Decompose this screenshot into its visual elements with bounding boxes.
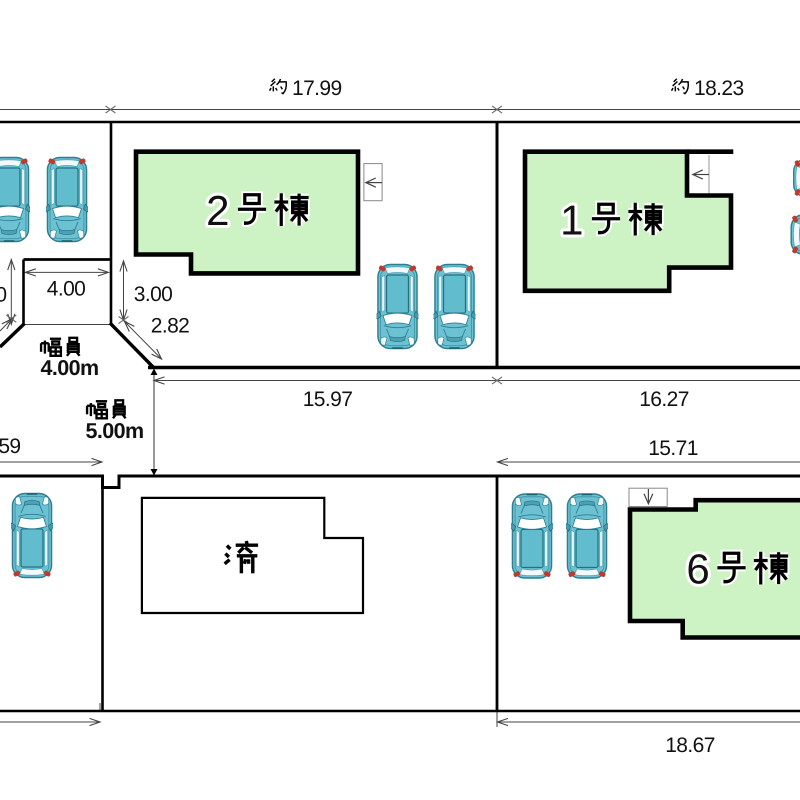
- svg-text:4.00: 4.00: [47, 278, 85, 301]
- svg-text:15.71: 15.71: [648, 437, 698, 460]
- svg-text:18.23: 18.23: [694, 77, 744, 100]
- svg-text:14.59: 14.59: [0, 435, 21, 458]
- svg-text:6: 6: [686, 545, 709, 592]
- svg-text:2.82: 2.82: [151, 315, 189, 338]
- svg-text:5.00m: 5.00m: [86, 419, 144, 443]
- svg-text:2: 2: [206, 187, 229, 234]
- svg-text:1: 1: [560, 196, 583, 243]
- svg-text:3.00: 3.00: [0, 284, 7, 307]
- svg-text:1: 1: [560, 196, 583, 243]
- svg-text:6: 6: [686, 545, 709, 592]
- svg-text:3.00: 3.00: [134, 283, 172, 306]
- svg-text:17.99: 17.99: [292, 77, 342, 100]
- svg-text:2: 2: [206, 187, 229, 234]
- svg-text:16.27: 16.27: [639, 388, 689, 411]
- svg-text:15.97: 15.97: [303, 388, 353, 411]
- svg-text:4.00m: 4.00m: [41, 356, 99, 380]
- svg-text:18.67: 18.67: [665, 734, 715, 757]
